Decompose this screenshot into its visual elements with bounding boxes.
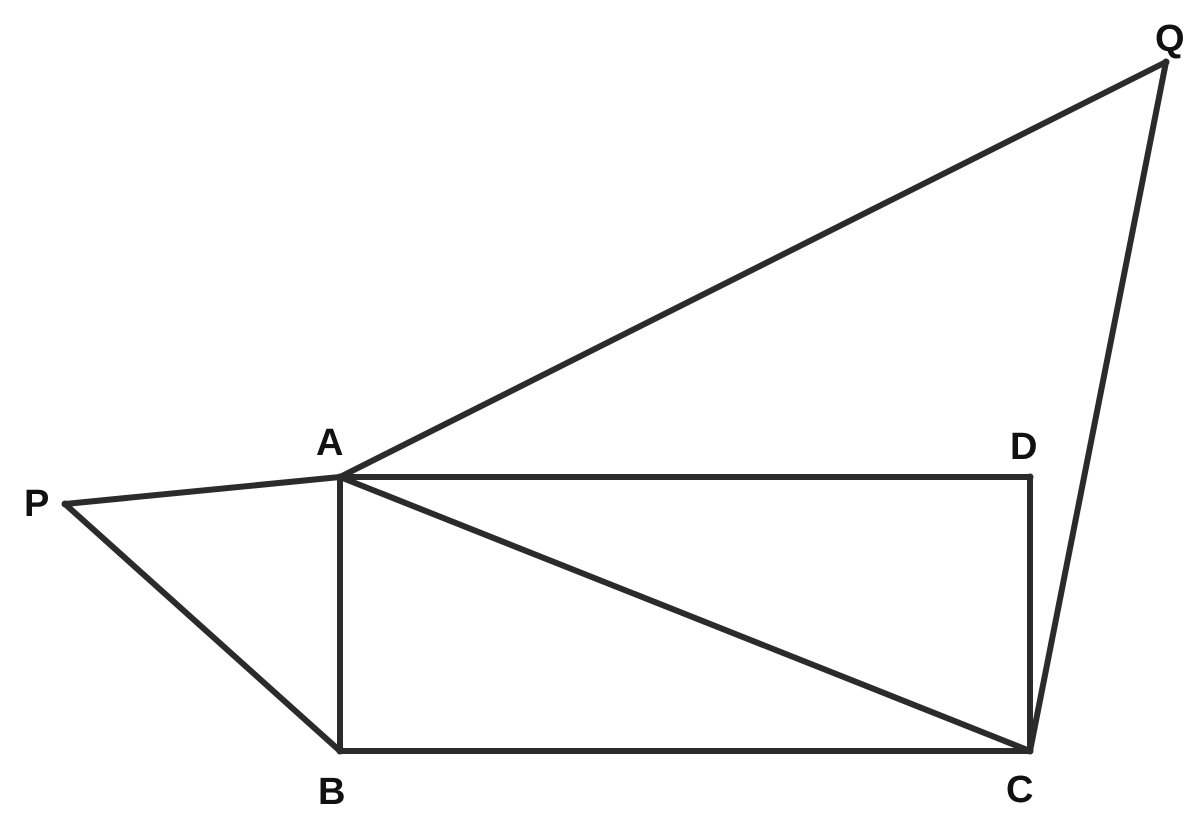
segment-ac bbox=[337, 474, 1033, 754]
vertex-a bbox=[336, 473, 344, 481]
vertex-p bbox=[61, 500, 69, 508]
vertex-b bbox=[336, 747, 344, 755]
vertex-label-a: A bbox=[316, 422, 343, 464]
vertex-label-b: B bbox=[318, 771, 345, 813]
segment-pb bbox=[62, 501, 343, 754]
vertex-d bbox=[1026, 473, 1034, 481]
vertex-label-d: D bbox=[1010, 426, 1037, 468]
diagram-labels: A B C D P Q bbox=[24, 18, 1185, 813]
vertex-q bbox=[1162, 58, 1170, 66]
segment-qc bbox=[1027, 59, 1169, 754]
vertex-label-p: P bbox=[24, 483, 49, 525]
segment-aq bbox=[337, 59, 1169, 480]
vertex-c bbox=[1026, 747, 1034, 755]
vertex-label-q: Q bbox=[1155, 18, 1185, 60]
diagram-edges bbox=[61, 58, 1170, 755]
vertex-label-c: C bbox=[1006, 769, 1033, 811]
segment-pa bbox=[62, 474, 343, 507]
